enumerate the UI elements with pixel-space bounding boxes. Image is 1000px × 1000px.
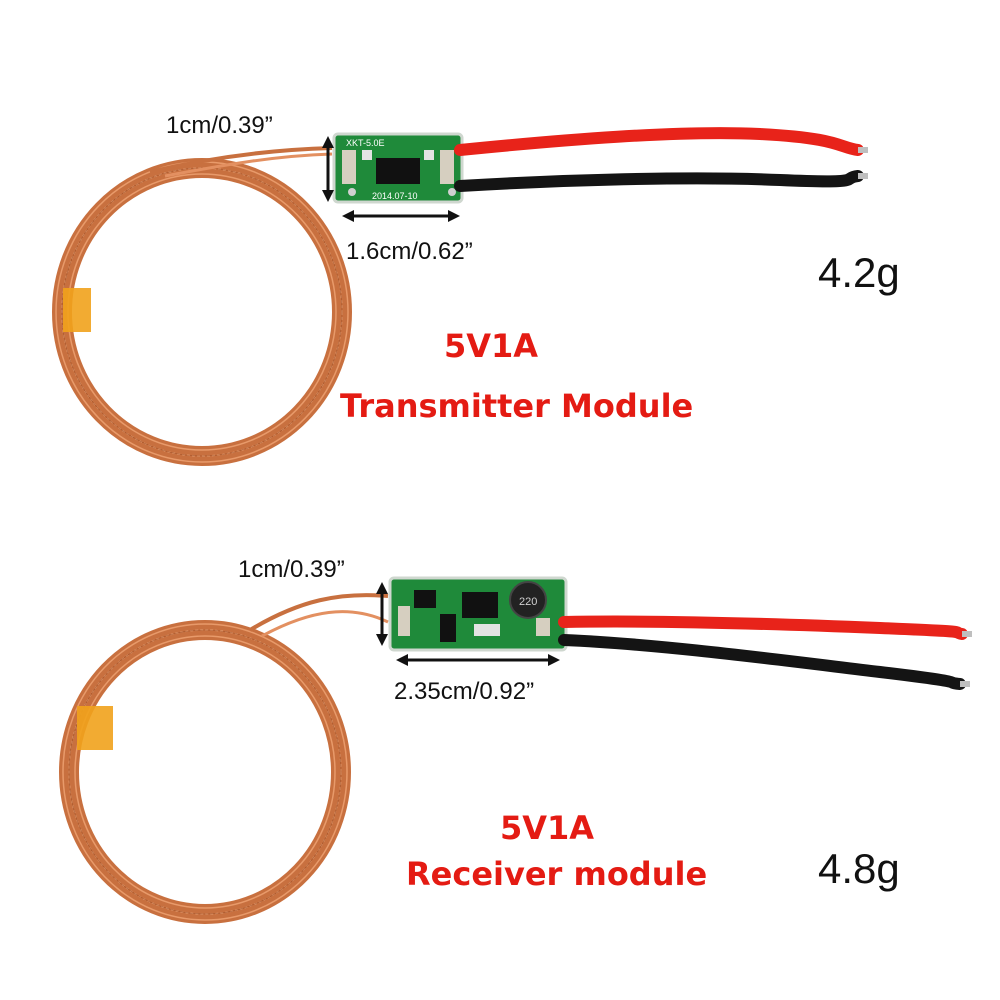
transmitter-title: Transmitter Module	[340, 387, 694, 425]
receiver-coil	[59, 593, 389, 924]
transmitter-wires	[454, 127, 868, 192]
transmitter-height-arrow	[322, 136, 334, 202]
receiver-title: Receiver module	[406, 855, 708, 893]
transmitter-voltage: 5V1A	[444, 327, 539, 365]
receiver-wires	[558, 615, 972, 690]
transmitter-pcb-label-bottom: 2014.07-10	[372, 191, 418, 201]
transmitter-coil-tape	[63, 288, 91, 332]
receiver-coil-tape	[77, 706, 113, 750]
receiver-height-arrow	[376, 582, 388, 646]
receiver-voltage: 5V1A	[500, 809, 595, 847]
transmitter-width-label: 1.6cm/0.62”	[346, 238, 473, 265]
transmitter-pcb-label-top: XKT-5.0E	[346, 138, 385, 148]
receiver-pcb	[388, 576, 568, 652]
transmitter-pcb	[332, 132, 464, 204]
receiver-inductor-label: 220	[519, 596, 537, 608]
receiver-width-arrow	[396, 654, 560, 666]
transmitter-coil	[52, 146, 352, 466]
transmitter-height-label: 1cm/0.39”	[166, 112, 273, 139]
receiver-width-label: 2.35cm/0.92”	[394, 678, 535, 705]
transmitter-width-arrow	[342, 210, 460, 222]
receiver-weight: 4.8g	[818, 845, 900, 892]
receiver-height-label: 1cm/0.39”	[238, 556, 345, 583]
transmitter-weight: 4.2g	[818, 249, 900, 296]
